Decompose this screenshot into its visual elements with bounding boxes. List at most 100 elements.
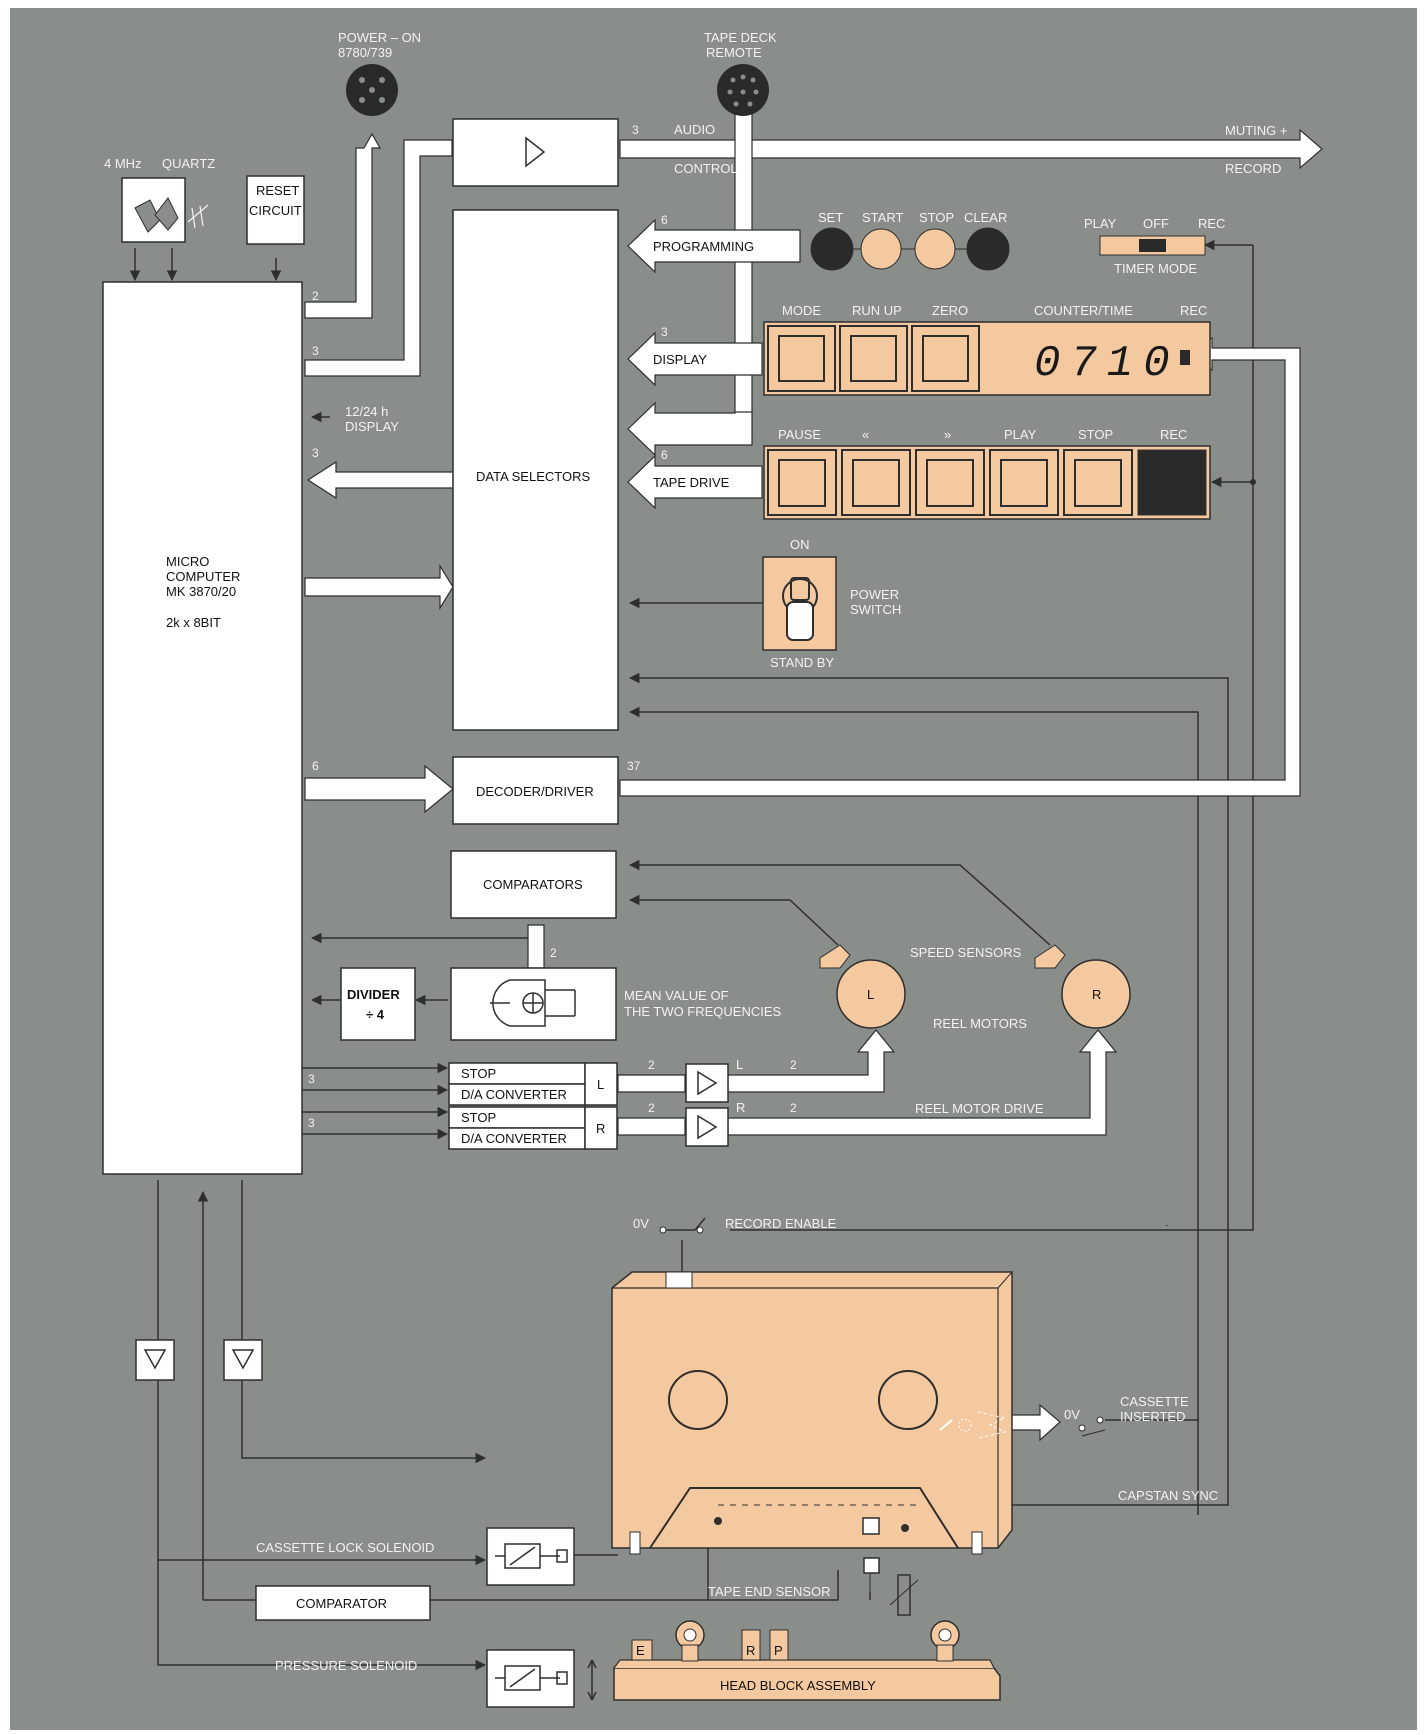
rewind-label: «	[862, 427, 869, 442]
timer-off-label: OFF	[1143, 216, 1169, 231]
timer-rec-label: REC	[1198, 216, 1225, 231]
buffer-right-icon	[231, 1349, 255, 1370]
speed-sensor-left-icon	[819, 944, 851, 969]
motor-r-bus-width: 2	[790, 1101, 797, 1115]
audio-amplifier-box	[452, 118, 619, 187]
buffer-right-box	[223, 1339, 263, 1381]
comparator-block	[255, 1585, 431, 1621]
clear-button[interactable]	[966, 227, 1010, 271]
cassette-reel-right	[878, 1370, 938, 1430]
optical-sensor-icon	[490, 979, 576, 1027]
stop-button[interactable]	[914, 228, 956, 270]
solenoid-icon	[495, 1543, 568, 1569]
cassette-detector-icon	[939, 1411, 1007, 1439]
quartz-label: QUARTZ	[162, 156, 215, 171]
circuit-label: CIRCUIT	[249, 203, 302, 218]
timer-switch-knob[interactable]	[1139, 239, 1166, 252]
mc-power-bus-width: 2	[312, 289, 319, 303]
da-r-bus-width: 3	[308, 1116, 315, 1130]
da-converter-r-label: D/A CONVERTER	[461, 1131, 567, 1146]
pause-label: PAUSE	[778, 427, 821, 442]
record-tab	[665, 1271, 693, 1289]
power-on-label: POWER – ON	[338, 30, 421, 45]
counter-display: 0710	[1034, 339, 1180, 389]
speed-sensor-right-icon	[1034, 944, 1066, 969]
decoder-driver-block	[452, 756, 619, 825]
da-l-channel-box	[584, 1062, 618, 1106]
record-enable-0v-label: 0V	[633, 1216, 649, 1231]
mc-line3: MK 3870/20	[166, 584, 236, 599]
divider-ratio-label: ÷ 4	[366, 1007, 385, 1022]
reel-motor-right	[1061, 959, 1131, 1029]
display-rec-label: REC	[1180, 303, 1207, 318]
audio-bus-width: 3	[632, 123, 639, 137]
mc-line1: MICRO	[166, 554, 209, 569]
run-up-label: RUN UP	[852, 303, 902, 318]
cassette-0v-label: 0V	[1064, 1407, 1080, 1422]
da-r-letter: R	[596, 1121, 605, 1136]
display-bus-width: 3	[661, 325, 668, 339]
amplifier-r-box	[685, 1107, 729, 1147]
buffer-left-box	[135, 1339, 175, 1381]
mean-value-label: MEAN VALUE OF	[624, 988, 729, 1003]
start-button[interactable]	[860, 228, 902, 270]
set-label: SET	[818, 210, 843, 225]
head-block-assembly	[613, 1620, 1001, 1701]
mc-data-bus-width: 3	[312, 344, 319, 358]
play-label: PLAY	[1004, 427, 1037, 442]
tape-deck-remote-connector	[717, 64, 769, 116]
stop-label: STOP	[919, 210, 954, 225]
record-head-label: R	[746, 1643, 755, 1658]
power-switch-label: POWER	[850, 587, 899, 602]
comparator-label: COMPARATOR	[296, 1596, 387, 1611]
capstan-sync-label: CAPSTAN SYNC	[1118, 1488, 1218, 1503]
da-converter-l-label: D/A CONVERTER	[461, 1087, 567, 1102]
clear-label: CLEAR	[964, 210, 1007, 225]
set-button[interactable]	[810, 227, 854, 271]
pressure-solenoid-icon	[495, 1659, 597, 1701]
reset-circuit-box	[246, 175, 305, 245]
play-head-label: P	[774, 1643, 783, 1658]
programming-label: PROGRAMMING	[653, 239, 754, 254]
decoder-in-bus-width: 6	[312, 759, 319, 773]
display-1224-label: 12/24 h	[345, 404, 388, 419]
amp-r-letter: R	[736, 1100, 745, 1115]
audio-label: AUDIO	[674, 122, 715, 137]
data-selectors-label: DATA SELECTORS	[476, 469, 590, 484]
pressure-solenoid-label: PRESSURE SOLENOID	[275, 1658, 417, 1673]
speed-sensors-label: SPEED SENSORS	[910, 945, 1022, 960]
quartz-crystal-icon	[121, 177, 209, 243]
decoder-driver-label: DECODER/DRIVER	[476, 784, 594, 799]
quartz-frequency-label: 4 MHz	[104, 156, 142, 171]
da-l-letter: L	[597, 1077, 604, 1092]
divider-block	[340, 967, 416, 1041]
reset-label: RESET	[256, 183, 299, 198]
amplifier-triangle-icon	[525, 136, 546, 168]
display-1224-label-2: DISPLAY	[345, 419, 399, 434]
mc-in-bus-width: 3	[312, 446, 319, 460]
display-panel	[763, 321, 1211, 396]
rec-button[interactable]	[1137, 449, 1207, 516]
cassette-lock-solenoid-label: CASSETTE LOCK SOLENOID	[256, 1540, 434, 1555]
transport-stop-label: STOP	[1078, 427, 1113, 442]
amplifier-l-icon	[697, 1070, 718, 1096]
tape-end-sensor-label: TAPE END SENSOR	[708, 1584, 831, 1599]
tape-drive-label: TAPE DRIVE	[653, 475, 730, 490]
amplifier-r-icon	[697, 1114, 718, 1140]
toggle-switch-icon	[782, 577, 818, 641]
standby-label: STAND BY	[770, 655, 834, 670]
mc-line2: COMPUTER	[166, 569, 240, 584]
tape-drive-bus-width: 6	[661, 448, 668, 462]
amplifier-l-box	[685, 1063, 729, 1103]
timer-play-label: PLAY	[1084, 216, 1117, 231]
power-on-position-label: ON	[790, 537, 810, 552]
amp-l-letter: L	[736, 1057, 743, 1072]
timer-mode-label: TIMER MODE	[1114, 261, 1197, 276]
buffer-left-icon	[143, 1349, 167, 1370]
power-on-connector	[346, 64, 398, 116]
reel-motor-left-letter: L	[867, 987, 874, 1002]
divider-label: DIVIDER	[347, 987, 400, 1002]
counter-time-label: COUNTER/TIME	[1034, 303, 1133, 318]
record-enable-label: RECORD ENABLE	[725, 1216, 837, 1231]
